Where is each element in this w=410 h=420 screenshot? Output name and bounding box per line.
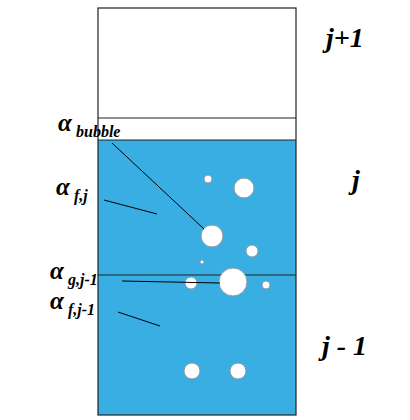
leader-line	[112, 143, 204, 229]
subscript: f,j-1	[68, 302, 95, 318]
symbol-alpha: α	[50, 258, 64, 283]
leader-line	[104, 200, 157, 214]
symbol-alpha: α	[58, 110, 72, 135]
subscript: f,j	[74, 188, 88, 204]
bubble	[204, 175, 212, 183]
liquid-level	[98, 140, 296, 141]
bubble	[234, 178, 254, 198]
bubble	[262, 281, 270, 289]
liquid-region	[98, 140, 296, 415]
symbol-alpha: α	[50, 288, 64, 313]
column-outline	[98, 8, 296, 415]
bubble	[200, 260, 204, 264]
cell-index: j	[352, 166, 360, 194]
bubble	[201, 225, 223, 247]
leader-lines	[104, 143, 220, 326]
bubble	[230, 363, 246, 379]
leader-line	[118, 312, 160, 326]
bubble	[246, 245, 258, 257]
bubble	[184, 363, 200, 379]
subscript: bubble	[76, 124, 120, 140]
cell-boundary	[98, 117, 296, 118]
leader-line	[122, 281, 220, 283]
cell-index: j - 1	[322, 332, 367, 360]
cell-boundary	[98, 274, 296, 275]
cell-index: j+1	[326, 24, 364, 52]
subscript: g,j-1	[68, 272, 98, 288]
symbol-alpha: α	[56, 174, 70, 199]
bubble	[185, 277, 197, 289]
bubbles	[184, 175, 270, 379]
bubble	[219, 268, 247, 296]
